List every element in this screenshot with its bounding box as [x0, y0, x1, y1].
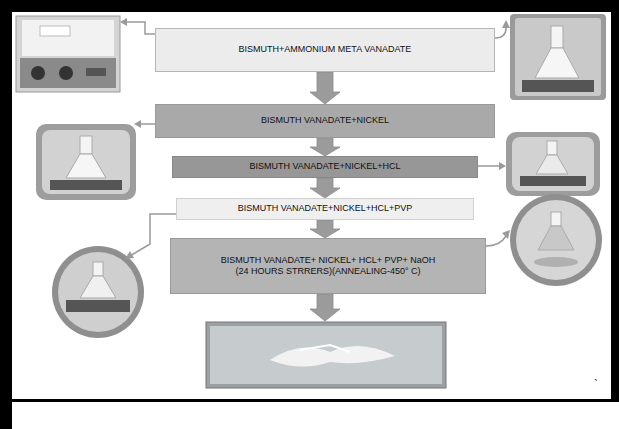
leader-line: [126, 22, 506, 256]
process-box: BISMUTH VANADATE+NICKEL+HCL: [172, 156, 478, 178]
box-note: (24 HOURS STRRERS)(ANNEALING-450° C): [235, 266, 420, 277]
box-text: BISMUTH VANADATE+ NICKEL+ HCL+ PVP+ NaOH: [221, 255, 436, 266]
stray-mark: `: [594, 378, 598, 392]
flow-arrow-to-photo: [310, 294, 340, 321]
frame-bar: [611, 0, 619, 429]
box-text: BISMUTH VANADATE+NICKEL+HCL+PVP: [238, 203, 412, 214]
flow-arrow: [310, 72, 340, 104]
photo-flask: [506, 132, 600, 196]
photo-flask: [36, 124, 136, 200]
frame-bar: [0, 0, 619, 12]
frame-bar: [0, 399, 619, 402]
flow-arrow: [310, 220, 340, 238]
frame-ground: [0, 402, 619, 429]
photo-circle: [510, 194, 602, 286]
photo-stirrer: [16, 16, 120, 92]
flow-arrow: [310, 178, 340, 198]
leader-arrowhead: [120, 18, 510, 259]
photo-powder: [206, 322, 446, 388]
process-box: BISMUTH VANADATE+NICKEL: [155, 104, 495, 138]
box-text: BISMUTH VANADATE+NICKEL: [261, 115, 389, 126]
process-box: BISMUTH+AMMONIUM META VANADATE: [155, 28, 495, 72]
box-text: BISMUTH VANADATE+NICKEL+HCL: [249, 161, 400, 172]
frame-bar: [0, 0, 12, 429]
process-box: BISMUTH VANADATE+NICKEL+HCL+PVP: [176, 198, 474, 220]
flow-arrow: [310, 138, 340, 156]
box-text: BISMUTH+AMMONIUM META VANADATE: [239, 44, 412, 55]
photo-flask: [510, 14, 606, 100]
photo-circle: [52, 246, 144, 338]
frame-bar: [0, 402, 12, 429]
process-box: BISMUTH VANADATE+ NICKEL+ HCL+ PVP+ NaOH…: [170, 238, 486, 294]
